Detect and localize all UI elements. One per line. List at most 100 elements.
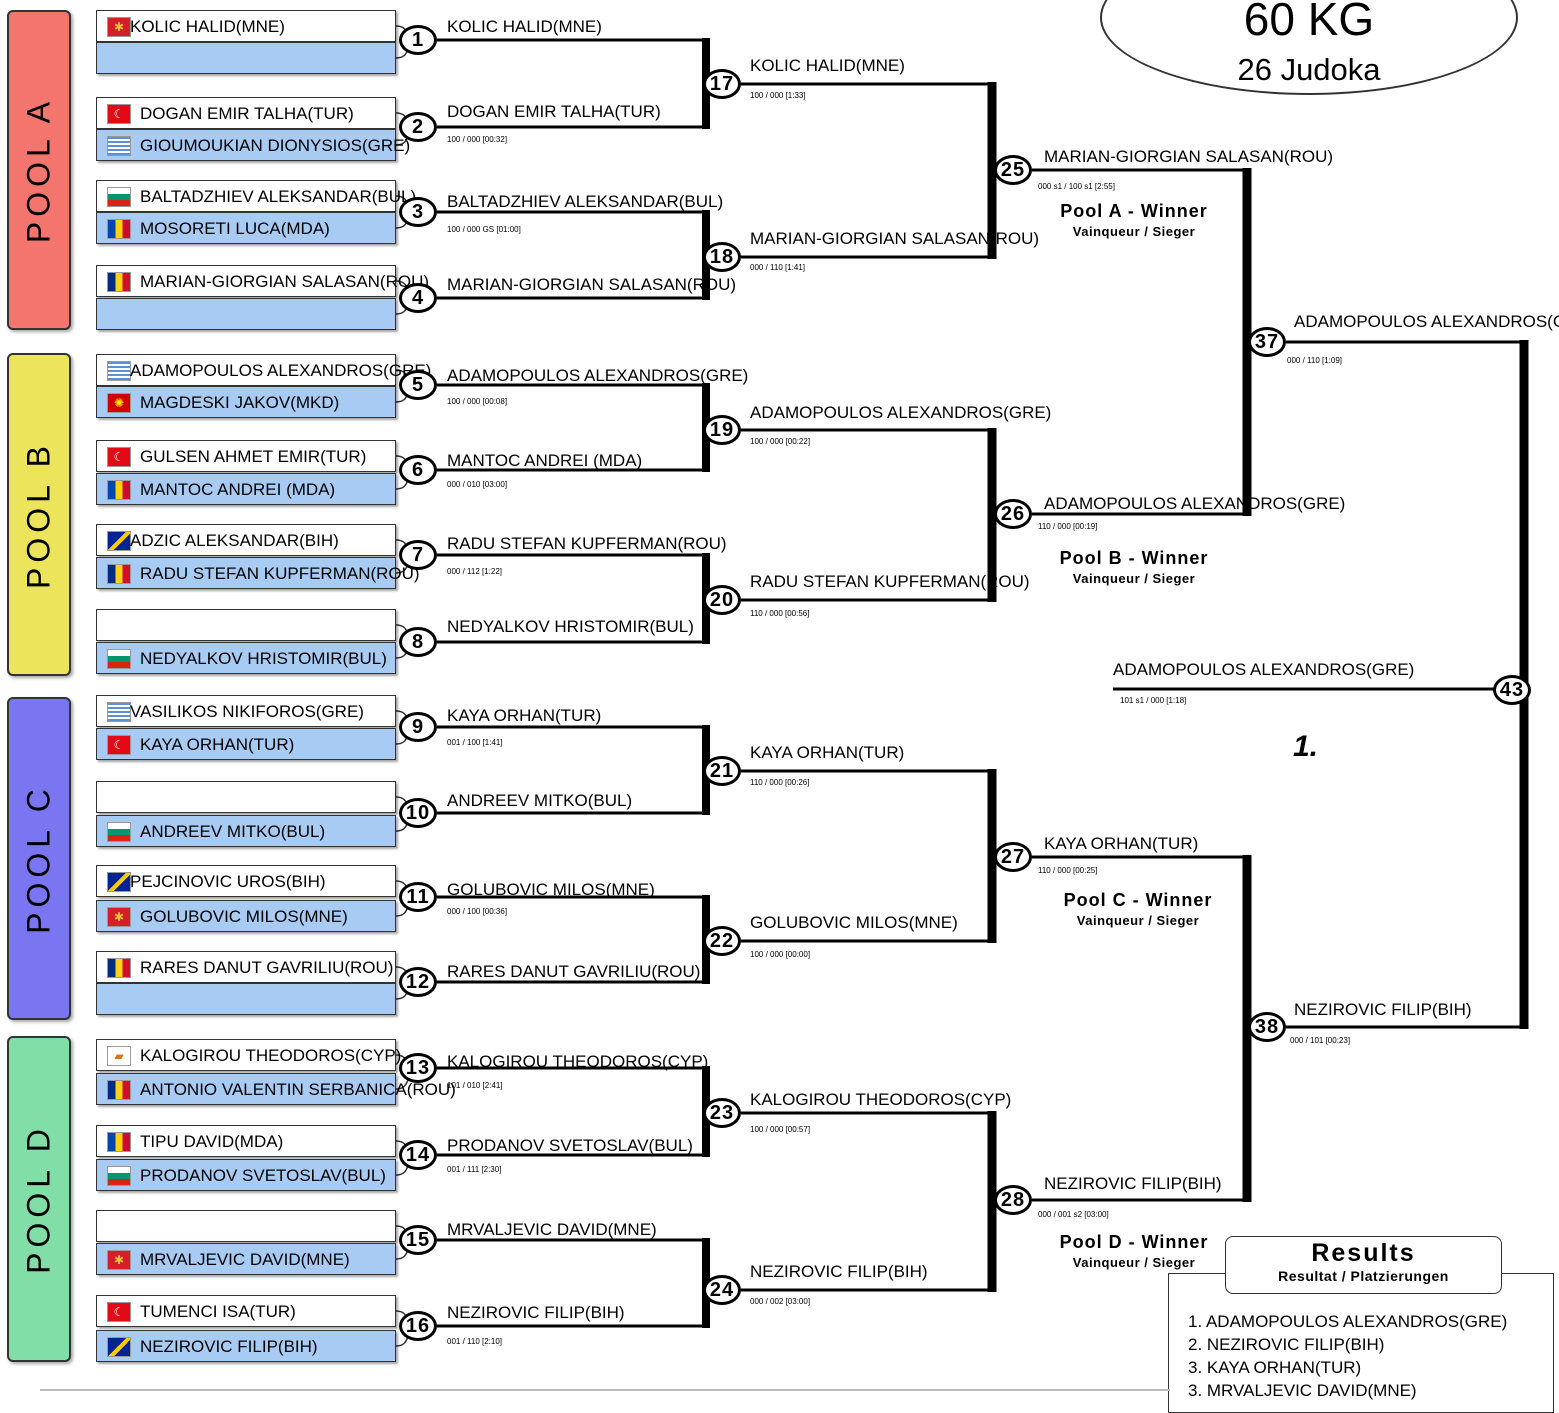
- flag-cyp-icon: ▰: [107, 1046, 131, 1066]
- match-winner: NEZIROVIC FILIP(BIH): [1294, 1000, 1472, 1019]
- match-winner: ADAMOPOULOS ALEXANDROS(GRE): [750, 403, 1052, 422]
- match-number-43: 43: [1493, 675, 1531, 705]
- flag-mkd-icon: ✺: [107, 393, 131, 413]
- fighter-slot: TIPU DAVID(MDA): [96, 1125, 396, 1157]
- match-winner: KAYA ORHAN(TUR): [447, 706, 602, 725]
- pool-label: POOL D: [20, 1124, 57, 1274]
- pool-winner-subtitle: Vainqueur / Sieger: [1076, 913, 1200, 928]
- fighter-name: GIOUMOUKIAN DIONYSIOS(GRE): [140, 136, 411, 155]
- match-number-37: 37: [1248, 327, 1286, 357]
- flag-rou-icon: [107, 272, 131, 292]
- match-number-4: 4: [399, 283, 437, 313]
- match-score: 001 / 111 [2:30]: [447, 1165, 502, 1174]
- match-winner: KALOGIROU THEODOROS(CYP): [447, 1052, 709, 1071]
- match-winner: ANDREEV MITKO(BUL): [447, 791, 633, 810]
- final-place-label: 1.: [1293, 730, 1319, 763]
- match-winner: MARIAN-GIORGIAN SALASAN(ROU): [447, 275, 737, 294]
- flag-mda-icon: [107, 1132, 131, 1152]
- fighter-slot: MARIAN-GIORGIAN SALASAN(ROU): [96, 265, 429, 297]
- match-winner: ADAMOPOULOS ALEXANDROS(GRE): [1294, 312, 1559, 331]
- match-winner: PRODANOV SVETOSLAV(BUL): [447, 1136, 693, 1155]
- flag-mda-icon: [107, 219, 131, 239]
- match-winner: RARES DANUT GAVRILIU(ROU): [447, 962, 701, 981]
- match-score: 110 / 000 [00:19]: [1038, 522, 1098, 531]
- fighter-name: TUMENCI ISA(TUR): [140, 1302, 296, 1321]
- result-item: 1. ADAMOPOULOS ALEXANDROS(GRE): [1188, 1312, 1508, 1331]
- results-header: Results Resultat / Platzierungen: [1225, 1236, 1502, 1294]
- match-score: 110 / 000 [00:26]: [750, 778, 810, 787]
- match-number-23: 23: [703, 1098, 741, 1128]
- match-score: 000 / 010 [03:00]: [447, 480, 508, 489]
- results-box: [1168, 1273, 1554, 1413]
- results-list: 1. ADAMOPOULOS ALEXANDROS(GRE) 2. NEZIRO…: [1188, 1310, 1507, 1402]
- result-item: 3. KAYA ORHAN(TUR): [1188, 1358, 1362, 1377]
- match-number-38: 38: [1248, 1012, 1286, 1042]
- match-number-22: 22: [703, 926, 741, 956]
- flag-tur-icon: ☾: [107, 735, 131, 755]
- fighter-slot: NEDYALKOV HRISTOMIR(BUL): [96, 642, 396, 674]
- match-number-11: 11: [399, 882, 437, 912]
- fighter-slot: ☾DOGAN EMIR TALHA(TUR): [96, 97, 396, 129]
- match-score: 101 / 010 [2:41]: [447, 1081, 503, 1090]
- flag-gre-icon: [107, 702, 131, 722]
- match-score: 110 / 000 [00:25]: [1038, 866, 1098, 875]
- match-score: 000 / 101 [00:23]: [1290, 1036, 1351, 1045]
- match-winner: NEDYALKOV HRISTOMIR(BUL): [447, 617, 694, 636]
- match-winner: GOLUBOVIC MILOS(MNE): [750, 913, 958, 932]
- fighter-slot: ADAMOPOULOS ALEXANDROS(GRE): [96, 354, 431, 386]
- results-title: Results: [1311, 1239, 1416, 1267]
- match-number-10: 10: [399, 798, 437, 828]
- fighter-slot: [96, 609, 396, 641]
- fighter-slot: ✱MRVALJEVIC DAVID(MNE): [96, 1243, 396, 1275]
- pool-b-banner: POOL B: [7, 353, 71, 676]
- match-number-7: 7: [399, 540, 437, 570]
- fighter-slot: [96, 42, 396, 74]
- fighter-slot: ADZIC ALEKSANDAR(BIH): [96, 524, 396, 556]
- match-winner: MANTOC ANDREI (MDA): [447, 451, 643, 470]
- match-winner: DOGAN EMIR TALHA(TUR): [447, 102, 661, 121]
- flag-rou-icon: [107, 1080, 131, 1100]
- fighter-name: RARES DANUT GAVRILIU(ROU): [140, 958, 394, 977]
- flag-rou-icon: [107, 958, 131, 978]
- flag-mne-icon: ✱: [107, 17, 131, 37]
- fighter-slot: ANTONIO VALENTIN SERBANICA(ROU): [96, 1073, 456, 1105]
- fighter-name: GULSEN AHMET EMIR(TUR): [140, 447, 367, 466]
- flag-bih-icon: [107, 531, 131, 551]
- pool-c-banner: POOL C: [7, 697, 71, 1020]
- match-winner: KOLIC HALID(MNE): [750, 56, 905, 75]
- match-winner: NEZIROVIC FILIP(BIH): [447, 1303, 625, 1322]
- match-number-26: 26: [994, 499, 1032, 529]
- fighter-name: MOSORETI LUCA(MDA): [140, 219, 330, 238]
- match-winner: RADU STEFAN KUPFERMAN(ROU): [750, 572, 1030, 591]
- fighter-name: VASILIKOS NIKIFOROS(GRE): [130, 702, 364, 721]
- fighter-slot: ☾GULSEN AHMET EMIR(TUR): [96, 440, 396, 472]
- fighter-slot: ☾KAYA ORHAN(TUR): [96, 728, 396, 760]
- match-number-2: 2: [399, 112, 437, 142]
- match-score: 000 / 112 [1:22]: [447, 567, 503, 576]
- pool-label: POOL A: [20, 96, 57, 244]
- fighter-name: ANDREEV MITKO(BUL): [140, 822, 326, 841]
- flag-mda-icon: [107, 480, 131, 500]
- match-winner: MRVALJEVIC DAVID(MNE): [447, 1220, 657, 1239]
- match-score: 100 / 000 GS [01:00]: [447, 225, 521, 234]
- match-score: 110 / 000 [00:56]: [750, 609, 810, 618]
- match-number-19: 19: [703, 415, 741, 445]
- match-number-6: 6: [399, 455, 437, 485]
- weight-category: 60 KG: [1243, 0, 1375, 45]
- fighter-slot: ▰KALOGIROU THEODOROS(CYP): [96, 1039, 401, 1071]
- fighter-slot: MANTOC ANDREI (MDA): [96, 473, 396, 505]
- fighter-name: NEZIROVIC FILIP(BIH): [140, 1337, 318, 1356]
- match-winner: MARIAN-GIORGIAN SALASAN(ROU): [750, 229, 1040, 248]
- fighter-name: ANTONIO VALENTIN SERBANICA(ROU): [140, 1080, 456, 1099]
- fighter-slot: VASILIKOS NIKIFOROS(GRE): [96, 695, 396, 727]
- match-number-24: 24: [703, 1275, 741, 1305]
- fighter-name: NEDYALKOV HRISTOMIR(BUL): [140, 649, 387, 668]
- fighter-name: MARIAN-GIORGIAN SALASAN(ROU): [140, 272, 430, 291]
- flag-bih-icon: [107, 872, 131, 892]
- match-number-21: 21: [703, 756, 741, 786]
- pool-a-banner: POOL A: [7, 10, 71, 330]
- flag-gre-icon: [107, 361, 131, 381]
